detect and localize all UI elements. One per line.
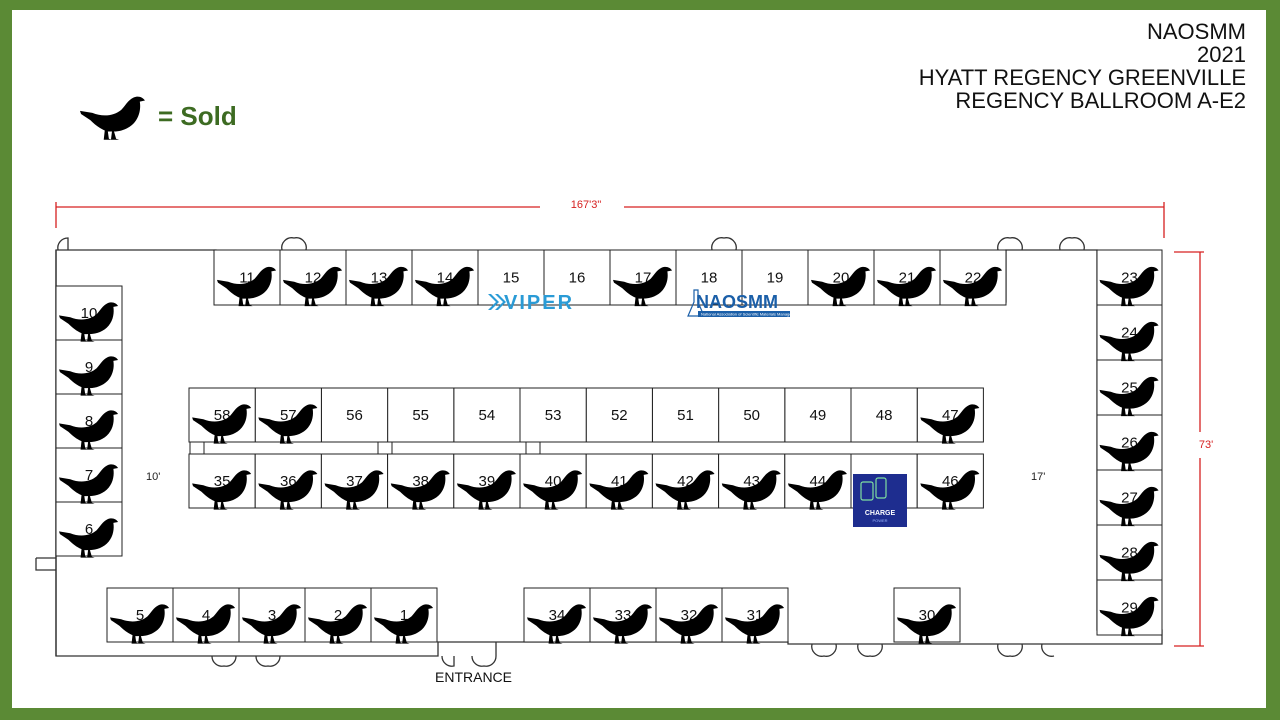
booth-number: 50: [743, 407, 760, 424]
event-title-line-2: 2021: [1197, 42, 1246, 67]
booth-number: 48: [876, 407, 893, 424]
booth-outline: [850, 387, 918, 443]
center-connectors: [189, 441, 541, 455]
viper-logo: VIPER: [488, 292, 574, 314]
booth-number: 53: [545, 407, 562, 424]
booth-52[interactable]: 52: [585, 387, 653, 443]
booth-55[interactable]: 55: [387, 387, 455, 443]
booth-outline: [387, 387, 455, 443]
booth-number: 52: [611, 407, 628, 424]
booth-15[interactable]: 15: [477, 249, 545, 306]
booth-51[interactable]: 51: [651, 387, 720, 443]
booth-outline: [519, 387, 587, 443]
booth-outline: [718, 387, 786, 443]
booth-number: 19: [767, 270, 784, 287]
booth-number: 15: [503, 270, 520, 287]
booth-outline: [453, 387, 521, 443]
booth-50[interactable]: 50: [718, 387, 786, 443]
booth-number: 7: [85, 467, 93, 484]
booth-16[interactable]: 16: [543, 249, 611, 306]
booth-number: 5: [136, 607, 144, 624]
booth-number: 6: [85, 521, 93, 538]
booth-number: 9: [85, 359, 93, 376]
naosmm-logo-subtitle: National Association of Scientific Mater…: [701, 312, 795, 317]
legend: = Sold: [80, 88, 237, 144]
viper-logo-text: VIPER: [504, 292, 574, 314]
booth-number: 16: [569, 270, 586, 287]
booth-number: 54: [479, 407, 496, 424]
booth-number: 18: [701, 270, 718, 287]
booth-19[interactable]: 19: [741, 249, 809, 306]
booth-outline: [320, 387, 389, 443]
floor-plan: 167'3" 73' 10' 17' ENTRANCE 123456789101…: [35, 199, 1213, 685]
booth-48[interactable]: 48: [850, 387, 918, 443]
booth-outline: [784, 387, 852, 443]
event-title-line-4: REGENCY BALLROOM A-E2: [955, 88, 1246, 113]
naosmm-logo: NAOSMM National Association of Scientifi…: [687, 289, 795, 317]
bird-icon: [80, 91, 146, 141]
booth-49[interactable]: 49: [784, 387, 852, 443]
booth-outline: [477, 249, 545, 306]
charge-logo-subtitle: POWER: [872, 518, 887, 523]
booth-18[interactable]: 18: [675, 249, 743, 306]
charge-logo-text: CHARGE: [865, 510, 896, 517]
naosmm-logo-text: NAOSMM: [696, 292, 778, 312]
event-title: NAOSMM 2021 HYATT REGENCY GREENVILLE REG…: [919, 20, 1246, 112]
booth-outline: [543, 249, 611, 306]
booth-56[interactable]: 56: [320, 387, 389, 443]
booth-outline: [675, 249, 743, 306]
booth-number: 3: [268, 607, 276, 624]
booth-number: 49: [810, 407, 827, 424]
depth-label: 73': [1199, 439, 1213, 451]
depth-dimension: 73': [1174, 251, 1213, 647]
booth-number: 2: [334, 607, 342, 624]
event-title-line-3: HYATT REGENCY GREENVILLE: [918, 65, 1246, 90]
booth-53[interactable]: 53: [519, 387, 587, 443]
charge-logo: CHARGE POWER: [853, 474, 907, 527]
booth-outline: [741, 249, 809, 306]
booth-outline: [585, 387, 653, 443]
legend-label: = Sold: [158, 100, 237, 131]
aisle-left-label: 10': [146, 471, 160, 483]
booth-number: 56: [346, 407, 363, 424]
event-title-line-1: NAOSMM: [1147, 19, 1246, 44]
booth-outline: [651, 387, 720, 443]
booth-number: 55: [412, 407, 429, 424]
booth-number: 51: [677, 407, 694, 424]
booth-number: 4: [202, 607, 210, 624]
booth-number: 1: [400, 607, 408, 624]
booth-54[interactable]: 54: [453, 387, 521, 443]
width-label: 167'3": [571, 199, 602, 211]
booth-number: 8: [85, 413, 93, 430]
aisle-right-label: 17': [1031, 471, 1045, 483]
entrance-label: ENTRANCE: [435, 669, 512, 685]
width-dimension: 167'3": [55, 199, 1165, 238]
